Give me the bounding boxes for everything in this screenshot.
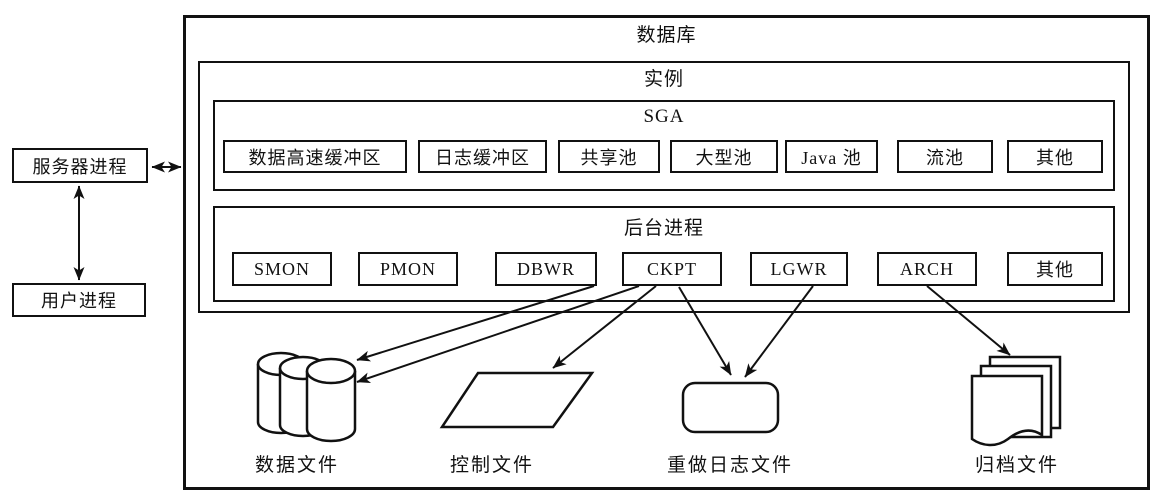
process-dbwr: DBWR: [495, 252, 597, 286]
user-process-box: 用户进程: [12, 283, 146, 317]
server-process-box: 服务器进程: [12, 148, 148, 183]
database-box: [183, 15, 1150, 490]
process-arch: ARCH: [877, 252, 977, 286]
sga-item-large-pool: 大型池: [670, 140, 778, 173]
data-files-label: 数据文件: [254, 455, 340, 476]
sga-item-log-buffer: 日志缓冲区: [418, 140, 547, 173]
sga-item-data-buffer-cache: 数据高速缓冲区: [223, 140, 407, 173]
control-files-label: 控制文件: [449, 455, 535, 476]
sga-item-java-pool: Java 池: [785, 140, 878, 173]
sga-item-shared-pool: 共享池: [558, 140, 660, 173]
instance-box: [198, 61, 1130, 313]
process-lgwr: LGWR: [750, 252, 848, 286]
redo-log-files-label: 重做日志文件: [666, 455, 794, 476]
sga-item-other: 其他: [1007, 140, 1103, 173]
instance-title: 实例: [643, 69, 684, 90]
background-processes-title: 后台进程: [623, 218, 704, 239]
database-title: 数据库: [636, 25, 697, 46]
process-other: 其他: [1007, 252, 1103, 286]
background-processes-box: [213, 206, 1115, 302]
process-pmon: PMON: [358, 252, 458, 286]
process-smon: SMON: [232, 252, 332, 286]
archive-files-label: 归档文件: [974, 455, 1060, 476]
sga-box: [213, 100, 1115, 191]
process-ckpt: CKPT: [622, 252, 722, 286]
sga-title: SGA: [643, 106, 685, 127]
sga-item-stream-pool: 流池: [897, 140, 993, 173]
